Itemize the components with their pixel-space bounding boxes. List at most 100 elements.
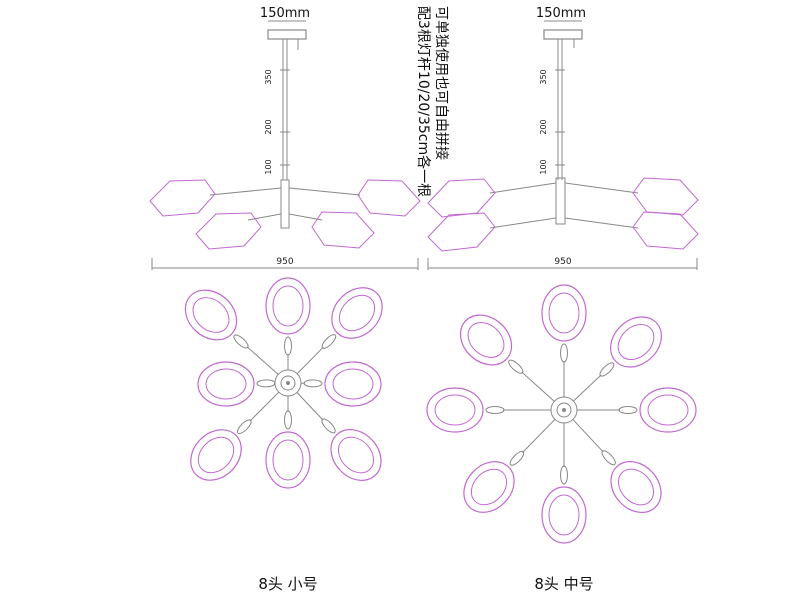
right-plan-bulb-socket xyxy=(560,343,568,363)
right-plan-arm xyxy=(570,416,604,453)
left-shade-4 xyxy=(311,211,375,249)
left-plan-hub-inner xyxy=(280,375,296,391)
left-side-view: 150mm 350 200 100 950 xyxy=(149,6,421,270)
left-plan-shade-outer xyxy=(184,289,238,341)
left-shade-1 xyxy=(149,179,216,217)
right-arm-lower-right xyxy=(564,217,639,229)
left-plan-shade-outer xyxy=(331,287,383,339)
right-arm-upper-left xyxy=(489,182,557,194)
left-plan-bulb-socket xyxy=(236,419,252,435)
right-span-label: 950 xyxy=(554,257,571,267)
left-plan-arm xyxy=(294,389,324,421)
left-arm-upper-right xyxy=(288,187,361,196)
left-plan-shade-inner xyxy=(337,436,375,474)
left-arm-lower-right xyxy=(288,213,323,221)
right-plan-bulb-socket xyxy=(601,450,616,466)
left-hub xyxy=(280,179,290,229)
left-plan-shade-inner xyxy=(197,436,235,474)
right-plan-shade-outer xyxy=(463,461,515,513)
right-canopy-width-label: 150mm xyxy=(536,6,586,21)
left-arm-upper-left xyxy=(209,187,282,196)
left-plan-bulb-socket xyxy=(256,379,276,388)
right-plan-shade-inner xyxy=(647,394,689,426)
left-arm-lower-left xyxy=(247,213,282,221)
left-caption: 8头 小号 xyxy=(258,575,317,593)
left-plan-arm xyxy=(249,389,282,422)
right-plan-bulb-socket xyxy=(599,362,615,377)
left-canopy-width-label: 150mm xyxy=(260,6,310,21)
right-plan-bulb-socket xyxy=(485,406,505,414)
left-plan-shade-outer xyxy=(324,361,382,407)
right-plan-bulb-socket xyxy=(560,465,568,485)
right-arm-lower-left xyxy=(489,217,557,229)
left-plan-bulb-socket xyxy=(233,334,249,349)
left-plan-bulb-socket xyxy=(284,410,292,430)
right-plan-shade-inner xyxy=(617,323,655,361)
right-plan-shade-inner xyxy=(467,322,505,358)
right-arm-upper-right xyxy=(564,182,639,194)
left-plan-shade-outer xyxy=(190,429,242,481)
left-plan-shade-outer xyxy=(197,361,255,407)
left-plan-bulb-socket xyxy=(321,334,337,349)
left-plan-shade-inner xyxy=(332,368,374,400)
left-plan-shade-outer xyxy=(265,277,311,335)
right-plan-arm xyxy=(570,374,602,404)
left-shade-3 xyxy=(195,212,262,250)
right-plan-arm xyxy=(522,416,558,453)
right-caption: 8头 中号 xyxy=(534,575,593,593)
note-line-1: 可单独使用也可自由拼接 xyxy=(433,6,450,160)
left-plan-shade-inner xyxy=(338,294,376,332)
right-shade-3 xyxy=(427,212,496,252)
right-shade-2 xyxy=(632,177,699,216)
left-plan-bulb-socket xyxy=(303,379,323,388)
left-plan-shade-outer xyxy=(330,429,382,481)
right-plan-shade-outer xyxy=(610,461,662,513)
right-rod-label-100: 100 xyxy=(539,159,548,174)
left-plan-view xyxy=(184,277,383,489)
left-plan-arm xyxy=(294,346,324,377)
right-shade-1 xyxy=(427,178,496,218)
left-canopy xyxy=(267,29,307,40)
left-plan-bulb-socket xyxy=(321,418,336,434)
left-rod-label-200: 200 xyxy=(264,119,273,134)
right-plan-shade-inner xyxy=(548,292,580,334)
left-shade-2 xyxy=(357,179,421,217)
right-plan-shade-inner xyxy=(470,468,508,506)
right-rod-label-200: 200 xyxy=(539,119,548,134)
right-rod-label-350: 350 xyxy=(539,69,548,84)
right-plan-shade-inner xyxy=(548,494,580,536)
left-plan-arm xyxy=(246,346,281,377)
right-plan-bulb-socket xyxy=(618,406,638,414)
right-plan-shade-outer xyxy=(541,284,587,342)
left-rod-label-100: 100 xyxy=(264,159,273,174)
assembly-note: 可单独使用也可自由拼接 配3根灯杆10/20/35cm各一根 xyxy=(415,6,450,197)
left-plan-bulb-socket xyxy=(284,336,292,356)
left-plan-shade-inner xyxy=(205,368,247,400)
right-shade-4 xyxy=(632,211,699,250)
right-plan-bulb-socket xyxy=(508,359,524,374)
right-plan-shade-outer xyxy=(541,486,587,544)
right-plan-hub-inner xyxy=(556,402,572,418)
right-plan-shade-outer xyxy=(426,387,484,433)
left-plan-hub-center xyxy=(286,381,290,385)
left-plan-shade-inner xyxy=(192,297,230,333)
right-plan-arm xyxy=(521,371,557,404)
right-plan-shade-inner xyxy=(617,468,655,506)
left-plan-shade-inner xyxy=(272,285,304,327)
right-side-view: 150mm 350 200 100 950 xyxy=(427,6,699,270)
right-canopy xyxy=(543,29,583,40)
right-plan-shade-outer xyxy=(610,316,662,368)
left-span-label: 950 xyxy=(276,257,293,267)
left-rod-label-350: 350 xyxy=(264,69,273,84)
right-plan-bulb-socket xyxy=(509,450,525,466)
right-plan-view xyxy=(426,284,697,544)
right-plan-shade-outer xyxy=(459,314,513,366)
right-plan-hub-center xyxy=(562,408,566,412)
right-hub xyxy=(555,177,566,225)
right-plan-shade-outer xyxy=(639,387,697,433)
note-line-2: 配3根灯杆10/20/35cm各一根 xyxy=(415,6,431,197)
left-plan-shade-outer xyxy=(265,431,311,489)
left-plan-shade-inner xyxy=(272,439,304,481)
right-plan-shade-inner xyxy=(434,394,476,426)
